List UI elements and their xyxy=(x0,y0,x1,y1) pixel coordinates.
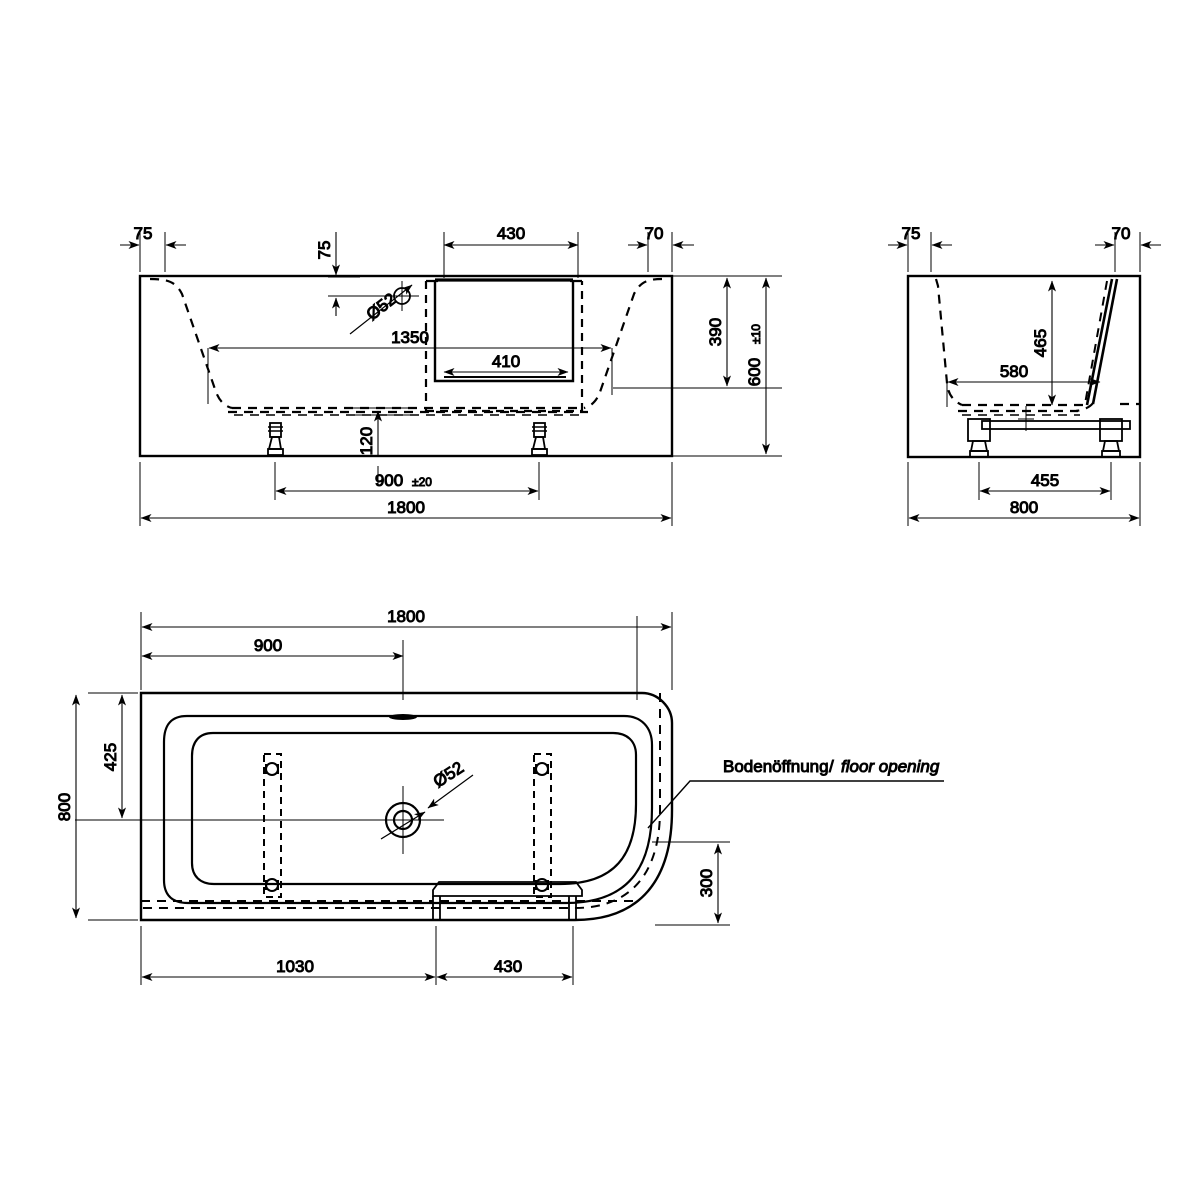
side-800-ext xyxy=(907,462,1141,526)
front-430-ext xyxy=(443,232,579,278)
front-70-ext xyxy=(647,232,673,272)
front-430-label: 430 xyxy=(497,224,525,243)
side-800-label: 800 xyxy=(1010,498,1038,517)
front-120-label: 120 xyxy=(357,427,376,455)
plan-drain-leader-lower xyxy=(380,811,426,840)
side-foot-left xyxy=(967,418,991,458)
plan-leg-rail-left xyxy=(263,753,282,898)
front-390-label: 390 xyxy=(706,318,725,346)
front-75-label: 75 xyxy=(134,224,153,243)
plan-rim-outline xyxy=(162,714,654,905)
front-120-ext xyxy=(352,407,412,416)
plan-1800-ext xyxy=(140,612,673,690)
plan-view-outline xyxy=(139,691,674,922)
plan-leg-rail-right xyxy=(533,753,552,898)
side-70-label: 70 xyxy=(1112,224,1131,243)
front-drain-75-label: 75 xyxy=(315,241,334,260)
plan-800-label: 800 xyxy=(55,793,74,821)
side-foot-right xyxy=(1099,418,1123,458)
side-support-rail xyxy=(981,420,1131,430)
plan-425-label: 425 xyxy=(101,743,120,771)
front-view: Ø52 75 75 430 70 1350 410 120 xyxy=(120,224,782,526)
front-1350-label: 1350 xyxy=(391,328,429,347)
plan-1030-label: 1030 xyxy=(276,957,314,976)
plan-apron-side-walls xyxy=(432,896,577,920)
plan-overflow-slot xyxy=(389,714,417,720)
side-465-label: 465 xyxy=(1031,329,1050,357)
front-900-tolerance: ±20 xyxy=(412,475,432,489)
plan-view: Ø52 Bodenöffnung / floor opening xyxy=(55,607,944,985)
side-center-mark xyxy=(1018,406,1034,431)
front-900-label: 900 xyxy=(375,471,403,490)
plan-bottom-ext xyxy=(140,926,574,985)
front-view-outline xyxy=(138,274,674,458)
side-inner-wall-right-solid xyxy=(1085,278,1114,406)
front-75-ext xyxy=(139,232,166,272)
side-580-label: 580 xyxy=(1000,362,1028,381)
front-drain-75-ext xyxy=(328,276,392,297)
front-1800-label: 1800 xyxy=(387,498,425,517)
front-600-label: 600 xyxy=(745,358,764,386)
front-apron-opening-outline xyxy=(433,280,575,383)
floor-opening-label-de: Bodenöffnung xyxy=(723,757,829,776)
plan-outer-hidden-contour xyxy=(141,693,661,909)
front-apron-hidden-outline xyxy=(424,281,584,413)
plan-drain-dia-label: Ø52 xyxy=(430,758,467,791)
plan-430-label: 430 xyxy=(494,957,522,976)
plan-bowl-outline xyxy=(190,731,638,886)
side-75-ext xyxy=(907,232,932,272)
front-inner-wall-left-hidden xyxy=(149,277,233,410)
plan-900-label: 900 xyxy=(254,636,282,655)
side-455-label: 455 xyxy=(1031,471,1059,490)
side-view-outline xyxy=(906,274,1142,459)
front-70-label: 70 xyxy=(645,224,664,243)
side-70-ext xyxy=(1114,232,1141,272)
front-410-label: 410 xyxy=(492,352,520,371)
plan-apron-plate xyxy=(432,881,583,897)
front-1800-ext xyxy=(139,462,673,526)
front-foot-left xyxy=(267,422,284,456)
floor-opening-label-en: floor opening xyxy=(841,757,940,776)
side-view: 75 70 465 580 455 800 xyxy=(888,224,1161,526)
plan-1800-label: 1800 xyxy=(387,607,425,626)
front-900-ext xyxy=(274,462,540,500)
front-inner-wall-right-hidden xyxy=(583,277,663,410)
front-drain-leader xyxy=(349,284,413,335)
plan-300-label: 300 xyxy=(697,869,716,897)
plan-drain-leader-upper xyxy=(427,774,474,809)
floor-opening-leader xyxy=(647,780,944,829)
front-foot-right xyxy=(531,422,548,456)
side-75-label: 75 xyxy=(902,224,921,243)
front-600-tolerance: ±10 xyxy=(749,324,763,344)
side-455-ext xyxy=(978,462,1112,500)
floor-opening-label-sep: / xyxy=(829,757,834,776)
side-inner-wall-left-hidden xyxy=(934,278,963,407)
